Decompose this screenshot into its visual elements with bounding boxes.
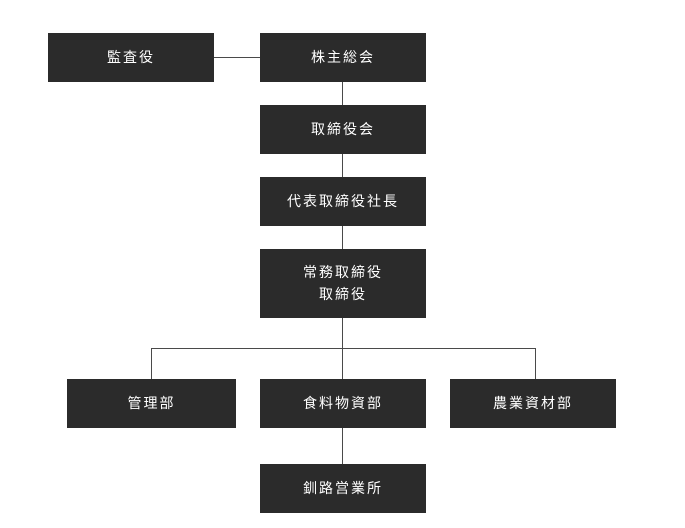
connector-board-president bbox=[342, 154, 343, 177]
node-president: 代表取締役社長 bbox=[260, 177, 426, 226]
node-admin-department: 管理部 bbox=[67, 379, 236, 428]
node-managing-directors: 常務取締役 取締役 bbox=[260, 249, 426, 318]
node-shareholders-meeting: 株主総会 bbox=[260, 33, 426, 82]
connector-audit-shareholders bbox=[214, 57, 260, 58]
node-board-of-directors: 取締役会 bbox=[260, 105, 426, 154]
node-kushiro-branch: 釧路営業所 bbox=[260, 464, 426, 513]
node-food-department: 食料物資部 bbox=[260, 379, 426, 428]
node-agri-department: 農業資材部 bbox=[450, 379, 616, 428]
connector-to-admin bbox=[151, 348, 152, 379]
connector-president-managing bbox=[342, 226, 343, 249]
node-audit: 監査役 bbox=[48, 33, 214, 82]
connector-food-kushiro bbox=[342, 428, 343, 464]
connector-department-branch-line bbox=[151, 348, 536, 349]
connector-to-agri bbox=[535, 348, 536, 379]
connector-shareholders-board bbox=[342, 82, 343, 105]
